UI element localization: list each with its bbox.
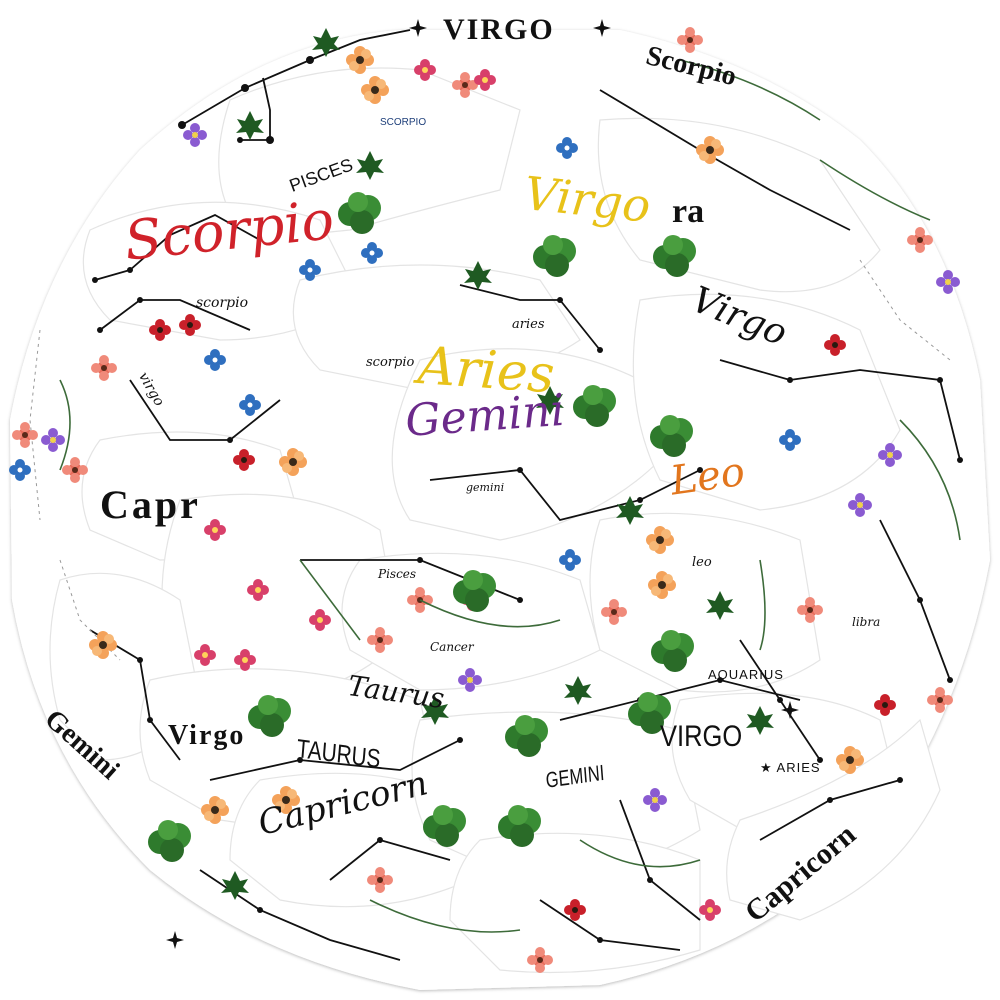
libra-partial-label: ra	[672, 193, 705, 230]
virgo-caps-bottom-label: VIRGO	[660, 720, 743, 753]
leo-small-label: leo	[692, 555, 712, 570]
scorpio-small-2-label: scorpio	[366, 355, 415, 370]
gemini-small-label: gemini	[466, 481, 505, 494]
pisces-small-label: Pisces	[378, 567, 417, 581]
aquarius-caps-label: AQUARIUS	[708, 667, 784, 682]
scorpio-small-label: scorpio	[196, 295, 249, 311]
capricorn-left-label: Capr	[100, 482, 201, 527]
aries-small-label: aries	[512, 317, 545, 332]
virgo-yellow-script-label: Virgo	[521, 166, 653, 233]
leo-orange-label: Leo	[667, 448, 748, 505]
cancer-small-label: Cancer	[430, 640, 474, 654]
aries-caps-label: ★ ARIES	[760, 760, 821, 775]
scorpio-caps-label: SCORPIO	[380, 117, 427, 128]
virgo-bold-bottom-left-label: Virgo	[168, 720, 246, 751]
gemini-purple-label: Gemini	[403, 384, 567, 447]
virgo-top-label: VIRGO	[443, 13, 555, 46]
libra-small-label: libra	[852, 615, 881, 629]
